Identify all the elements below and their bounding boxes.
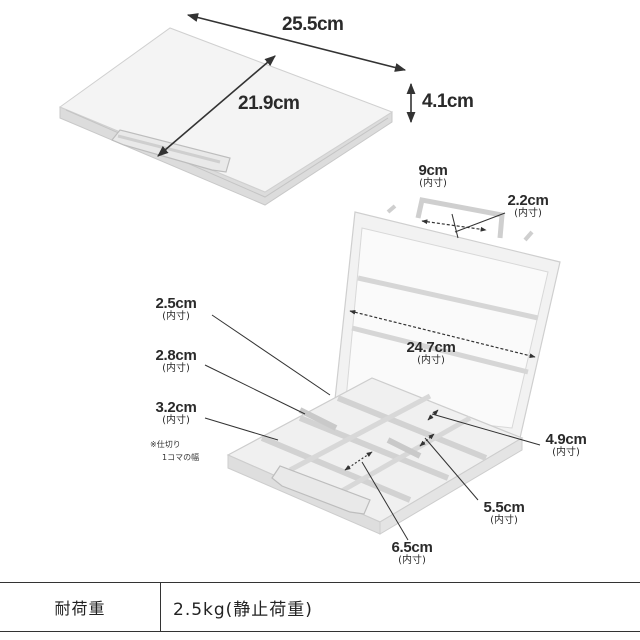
row1-dimension: 2.5cm (内寸)	[146, 296, 206, 322]
handle-gap-value: 2.2cm	[507, 192, 549, 209]
width-dimension-line	[186, 13, 407, 72]
cell-a-dimension: 4.9cm (内寸)	[536, 432, 596, 458]
cell-a-note: (内寸)	[552, 446, 580, 458]
handle-gap-note: (内寸)	[514, 207, 542, 219]
spec-table: 耐荷重 2.5kg(静止荷重)	[0, 582, 640, 632]
open-case-icon	[226, 197, 561, 535]
row2-value: 2.8cm	[155, 347, 197, 364]
lid-inner-note: (内寸)	[417, 354, 445, 366]
height-label: 4.1cm	[422, 91, 474, 112]
cell-a-leader	[431, 413, 541, 446]
width-label: 25.5cm	[282, 14, 344, 35]
handle-inner-leader	[451, 213, 459, 239]
load-capacity-label: 耐荷重	[0, 583, 161, 631]
row2-leader	[204, 364, 306, 415]
row1-note: (内寸)	[162, 310, 190, 322]
cell-b-note: (内寸)	[490, 514, 518, 526]
handle-gap-dimension: 2.2cm (内寸)	[500, 193, 556, 219]
footnote-line1: ※仕切り	[150, 440, 181, 449]
row3-dimension: 3.2cm (内寸)	[146, 400, 206, 426]
lid-inner-line	[349, 309, 536, 359]
lid-inner-value: 24.7cm	[406, 339, 456, 356]
cell-c-value: 6.5cm	[391, 539, 433, 556]
row1-leader	[211, 314, 331, 396]
row3-value: 3.2cm	[155, 399, 197, 416]
cell-b-dimension: 5.5cm (内寸)	[474, 500, 534, 526]
load-capacity-value: 2.5kg(静止荷重)	[173, 599, 313, 620]
handle-inner-line	[421, 219, 487, 232]
cell-b-arrow	[419, 433, 435, 447]
product-illustration	[58, 13, 561, 541]
row2-note: (内寸)	[162, 362, 190, 374]
cell-b-value: 5.5cm	[483, 499, 525, 516]
handle-inner-note: (内寸)	[419, 177, 447, 189]
cell-c-leader	[361, 461, 409, 541]
footnote-line2: 1コマの幅	[162, 453, 200, 462]
row3-note: (内寸)	[162, 414, 190, 426]
handle-inner-dimension: 9cm (内寸)	[408, 163, 458, 189]
cell-b-leader	[424, 437, 479, 501]
handle-gap-leader	[454, 212, 506, 233]
partition-footnote: ※仕切り 1コマの幅	[150, 438, 199, 464]
row1-value: 2.5cm	[155, 295, 197, 312]
lid-inner-dimension: 24.7cm (内寸)	[395, 340, 467, 366]
cell-c-arrow	[344, 451, 373, 471]
cell-a-value: 4.9cm	[545, 431, 587, 448]
row2-dimension: 2.8cm (内寸)	[146, 348, 206, 374]
cell-c-dimension: 6.5cm (内寸)	[382, 540, 442, 566]
handle-inner-value: 9cm	[418, 162, 448, 179]
depth-label: 21.9cm	[238, 93, 300, 114]
cell-c-note: (内寸)	[398, 554, 426, 566]
depth-dimension-line	[157, 55, 276, 157]
row3-leader	[204, 417, 279, 441]
